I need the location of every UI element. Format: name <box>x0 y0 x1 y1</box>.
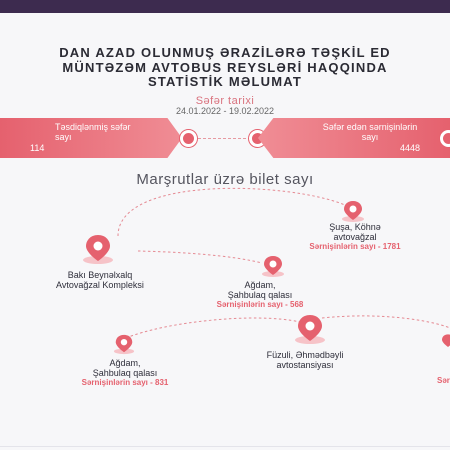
location-name: Şahbulaq qalası <box>92 368 158 378</box>
period-dates: 24.01.2022 - 19.02.2022 <box>175 106 275 116</box>
location-name: Şahbulaq qalası <box>227 290 293 300</box>
passengers-label: Səfər edən sərnişinlərin sayı <box>322 122 418 142</box>
passengers-banner: Səfər edən sərnişinlərin sayı 4448 <box>258 118 450 158</box>
location-name: Avtovağzal Kompleksi <box>56 280 144 290</box>
location-agdam-1: Ağdam, Şahbulaq qalası Sərnişinlərin say… <box>195 280 325 310</box>
title-line-1: DAN AZAD OLUNMUŞ ƏRAZİLƏRƏ TƏŞKİL ED <box>59 45 391 60</box>
route-fuzuli-edge <box>321 315 450 329</box>
map-pin-icon <box>295 315 325 344</box>
trips-label: Təsdiqlənmiş səfər sayı <box>55 122 131 142</box>
route-agdam-fuzuli <box>125 317 301 339</box>
trips-value: 114 <box>30 143 45 153</box>
location-name: Füzuli, Əhmədbəyli <box>266 350 344 360</box>
passenger-count: Sərnişinlərin sayı - 831 <box>81 378 169 387</box>
route-baki-shusha <box>117 187 346 237</box>
trips-banner: Təsdiqlənmiş səfər sayı 114 <box>0 118 182 158</box>
location-name: avtovağzal <box>333 232 377 242</box>
route-baki-agdam-1 <box>137 250 263 264</box>
page-title: DAN AZAD OLUNMUŞ ƏRAZİLƏRƏ TƏŞKİL ED MÜN… <box>0 45 450 90</box>
location-agdam-2: Ağdam, Şahbulaq qalası Sərnişinlərin say… <box>60 358 190 388</box>
title-line-3: STATİSTİK MƏLUMAT <box>147 74 303 89</box>
location-partial: Sərni <box>437 376 450 386</box>
map-pin-icon <box>442 334 450 347</box>
location-name: Şuşa, Köhnə <box>329 222 381 232</box>
location-name: Bakı Beynəlxalq <box>67 270 133 280</box>
title-line-2: MÜNTƏZƏM AVTOBUS REYSLƏRİ HAQQINDA <box>62 59 388 75</box>
bottom-divider <box>0 446 450 447</box>
location-fuzuli: Füzuli, Əhmədbəyli avtostansiyası <box>235 350 375 370</box>
location-shusha: Şuşa, Köhnə avtovağzal Sərnişinlərin say… <box>290 222 420 252</box>
map-pin-icon <box>342 201 364 222</box>
location-name: Ağdam, <box>109 358 141 368</box>
timeline-dot-edge <box>440 130 450 147</box>
period-label: Səfər tarixi <box>195 95 255 107</box>
passengers-value: 4448 <box>399 143 420 153</box>
location-baki: Bakı Beynəlxalq Avtovağzal Kompleksi <box>25 270 175 290</box>
map-pin-icon <box>113 334 135 355</box>
map-pin-icon <box>262 256 284 277</box>
passenger-count: Sərni <box>437 376 450 385</box>
routes-title: Marşrutlar üzrə bilet sayı <box>136 171 314 188</box>
passenger-count: Sərnişinlərin sayı - 1781 <box>309 242 401 251</box>
connector-middle <box>198 138 251 139</box>
location-name: avtostansiyası <box>276 360 334 370</box>
timeline-dot-left <box>180 130 197 147</box>
map-pin-icon <box>83 235 113 264</box>
location-name: Ağdam, <box>244 280 276 290</box>
passenger-count: Sərnişinlərin sayı - 568 <box>216 300 304 309</box>
top-bar <box>0 0 450 13</box>
